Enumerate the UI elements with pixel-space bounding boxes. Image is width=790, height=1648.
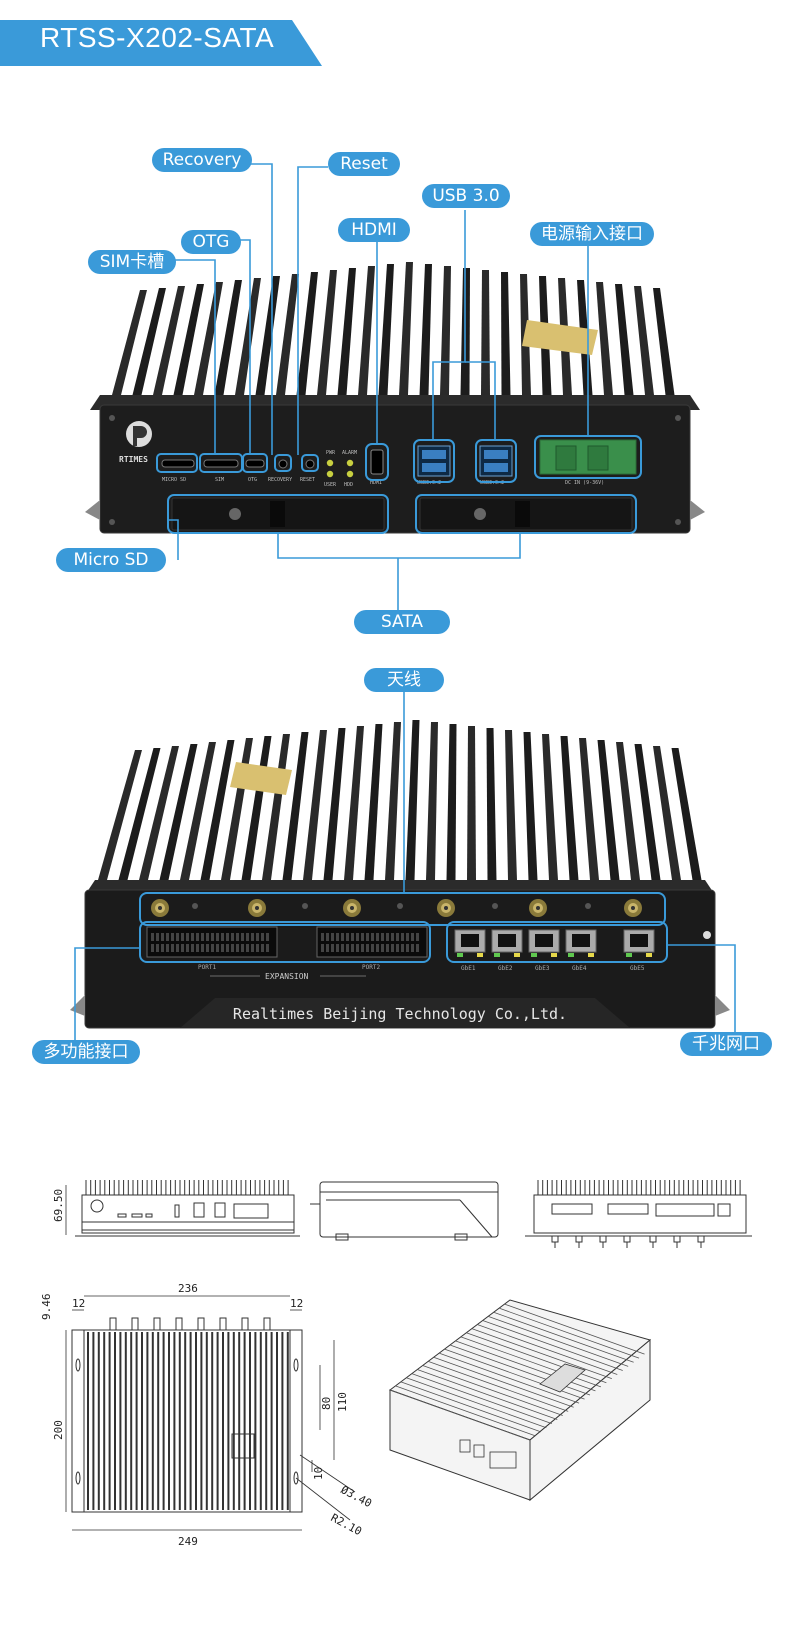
port1-label: PORT1 <box>198 964 216 971</box>
callout-usb: USB 3.0 <box>422 184 510 208</box>
brand-text: RTIMES <box>119 455 148 464</box>
port-label-recovery: RECOVERY <box>268 477 292 483</box>
gbe-label-4: GbE4 <box>572 965 587 972</box>
title-banner <box>0 20 322 66</box>
callout-antenna: 天线 <box>364 668 444 692</box>
port2-label: PORT2 <box>362 964 380 971</box>
port-label-microsd: MICRO SD <box>162 477 186 483</box>
port-label-otg: OTG <box>248 477 257 483</box>
dim-right-margin: 12 <box>290 1297 303 1310</box>
port-label-reset: RESET <box>300 477 315 483</box>
dim-mount-span: 80 <box>320 1397 333 1410</box>
antenna-row <box>151 899 642 917</box>
dim-width-total: 249 <box>178 1535 198 1548</box>
callout-hdmi: HDMI <box>338 218 410 242</box>
led-label-user: USER <box>324 482 337 488</box>
callout-power: 电源输入接口 <box>530 222 654 246</box>
page-title: RTSS-X202-SATA <box>40 22 275 53</box>
gbe-label-1: GbE1 <box>461 965 476 972</box>
front-view: RTIMES MICRO SD SIM OTG RECOVERY RESET P… <box>85 163 705 610</box>
gbe-label-2: GbE2 <box>498 965 513 972</box>
led-label-hdd: HDD <box>344 482 353 488</box>
hdmi-port-label: HDMI <box>370 480 382 486</box>
dim-mount-span-outer: 110 <box>336 1392 349 1412</box>
dim-radius: R2.10 <box>329 1511 364 1538</box>
dim-depth: 200 <box>52 1420 65 1440</box>
callout-gige: 千兆网口 <box>680 1032 772 1056</box>
rear-view: PORT1 PORT2 EXPANSION GbE1 GbE2 GbE3 GbE4 Gb… <box>70 690 736 1040</box>
dc-in-label: DC IN (9-36V) <box>565 480 604 486</box>
callout-sim: SIM卡槽 <box>88 250 176 274</box>
port-label-sim: SIM <box>215 477 224 483</box>
company-name: Realtimes Beijing Technology Co.,Ltd. <box>233 1005 567 1023</box>
callout-sata: SATA <box>354 610 450 634</box>
rtimes-logo: RTIMES <box>119 421 152 464</box>
dim-top-offset: 9.46 <box>40 1294 53 1321</box>
callout-otg: OTG <box>181 230 241 254</box>
gbe-label-5: GbE5 <box>630 965 645 972</box>
led-label-alarm: ALARM <box>342 450 357 456</box>
dimension-drawings: 69.50 236 12 12 9.46 200 80 110 10 Ø3.40… <box>40 1180 752 1548</box>
dim-left-margin: 12 <box>72 1297 85 1310</box>
dim-hole-diameter: Ø3.40 <box>339 1483 374 1510</box>
callout-multi: 多功能接口 <box>32 1040 140 1064</box>
dim-small-offset: 10 <box>312 1467 325 1480</box>
dim-width-top: 236 <box>178 1282 198 1295</box>
front-heatsink <box>112 262 675 395</box>
led-label-pwr: PWR <box>326 450 336 456</box>
expansion-label: EXPANSION <box>265 972 309 981</box>
callout-microsd: Micro SD <box>56 548 166 572</box>
dim-height: 69.50 <box>52 1189 65 1222</box>
callout-recovery: Recovery <box>152 148 252 172</box>
callout-reset: Reset <box>328 152 400 176</box>
gbe-label-3: GbE3 <box>535 965 550 972</box>
rear-heatsink <box>98 720 702 880</box>
